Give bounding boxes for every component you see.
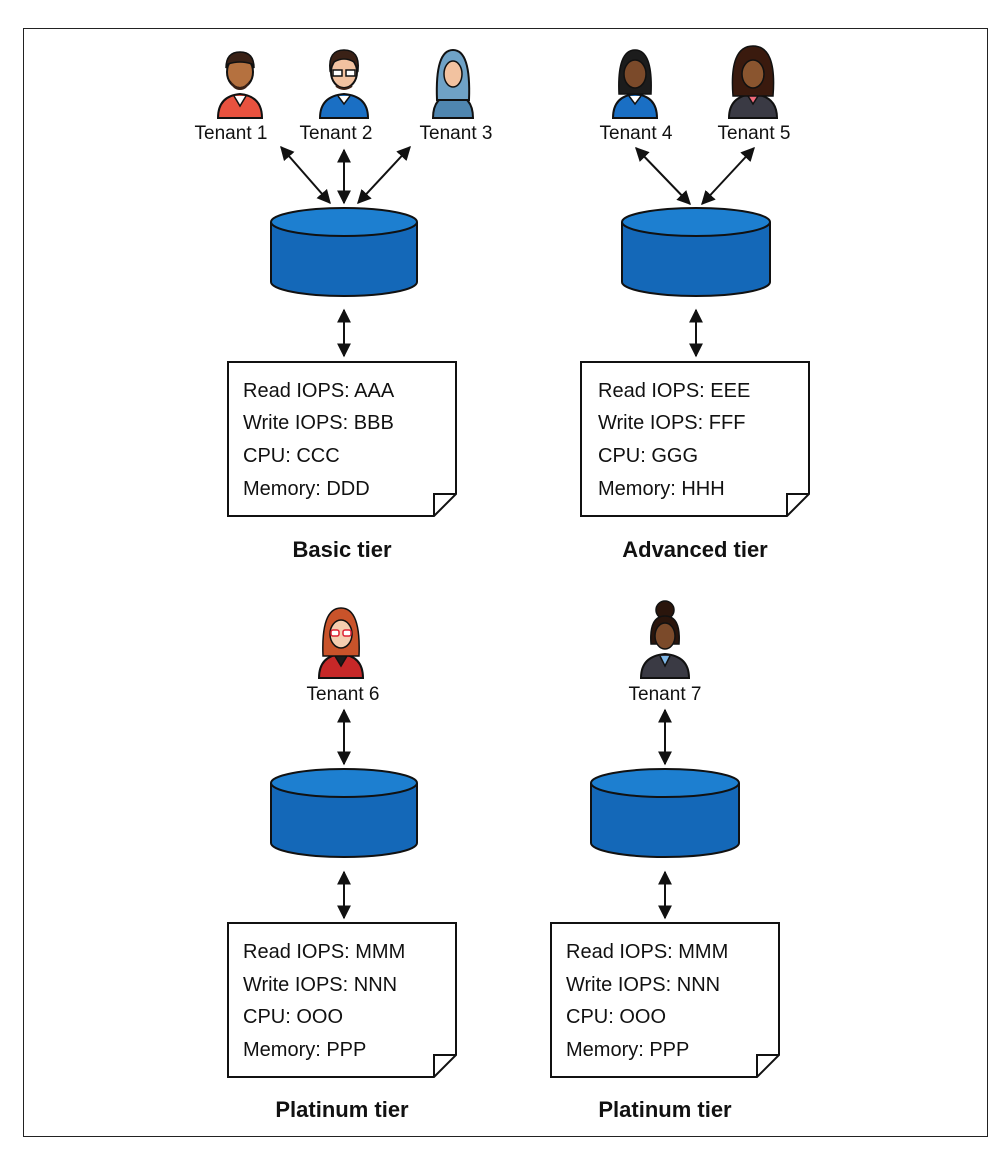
tenant-4-label: Tenant 4 xyxy=(600,123,673,144)
tenant-6-avatar-icon xyxy=(317,607,365,679)
tenant-3-label: Tenant 3 xyxy=(420,123,493,144)
spec-cpu: CPU: CCC xyxy=(243,445,340,467)
spec-memory: Memory: DDD xyxy=(243,478,370,500)
database-icon xyxy=(270,207,418,297)
spec-memory: Memory: HHH xyxy=(598,478,725,500)
tenant-2-avatar-icon xyxy=(318,49,370,119)
spec-document xyxy=(227,922,457,1078)
spec-write-iops: Write IOPS: FFF xyxy=(598,412,745,434)
spec-read-iops: Read IOPS: EEE xyxy=(598,380,750,402)
arrow-tenant-5-db xyxy=(701,146,755,206)
spec-cpu: CPU: OOO xyxy=(243,1006,343,1028)
diagram-frame xyxy=(23,28,988,1137)
spec-cpu: CPU: OOO xyxy=(566,1006,666,1028)
spec-document xyxy=(550,922,780,1078)
spec-read-iops: Read IOPS: MMM xyxy=(243,941,405,963)
tenant-2-label: Tenant 2 xyxy=(300,123,373,144)
tenant-3-avatar-icon xyxy=(431,48,475,119)
spec-write-iops: Write IOPS: BBB xyxy=(243,412,394,434)
spec-document xyxy=(580,361,810,517)
tenant-7-avatar-icon xyxy=(639,600,691,679)
spec-write-iops: Write IOPS: NNN xyxy=(243,974,397,996)
tenant-6-label: Tenant 6 xyxy=(307,684,380,705)
spec-read-iops: Read IOPS: AAA xyxy=(243,380,395,402)
tier-label: Basic tier xyxy=(292,537,391,562)
arrow-tenant-4-db xyxy=(635,146,691,206)
tenant-1-label: Tenant 1 xyxy=(195,123,268,144)
group-platinum-2: Tenant 7 Read IOPS: MMM Write IOPS: NNN … xyxy=(550,600,780,1122)
group-basic: Tenant 1 Tenant 2 Tenant 3 xyxy=(195,48,493,562)
group-platinum-1: Tenant 6 Read IOPS: MMM Write IOPS: NNN … xyxy=(227,607,457,1122)
arrow-tenant-3-db xyxy=(357,145,411,205)
spec-memory: Memory: PPP xyxy=(566,1039,689,1061)
database-icon xyxy=(270,768,418,858)
tenant-5-avatar-icon xyxy=(727,45,779,119)
tenant-5-label: Tenant 5 xyxy=(718,123,791,144)
spec-cpu: CPU: GGG xyxy=(598,445,698,467)
tier-label: Platinum tier xyxy=(275,1097,409,1122)
tier-label: Advanced tier xyxy=(622,537,768,562)
tier-label: Platinum tier xyxy=(598,1097,732,1122)
tenant-7-label: Tenant 7 xyxy=(629,684,702,705)
database-icon xyxy=(621,207,771,297)
tenant-4-avatar-icon xyxy=(611,49,659,119)
tenant-1-avatar-icon xyxy=(216,51,264,119)
spec-memory: Memory: PPP xyxy=(243,1039,366,1061)
spec-document xyxy=(227,361,457,517)
database-icon xyxy=(590,768,740,858)
spec-write-iops: Write IOPS: NNN xyxy=(566,974,720,996)
spec-read-iops: Read IOPS: MMM xyxy=(566,941,728,963)
group-advanced: Tenant 4 Tenant 5 Read IOPS: EEE Write I… xyxy=(580,45,810,562)
arrow-tenant-1-db xyxy=(280,145,331,205)
